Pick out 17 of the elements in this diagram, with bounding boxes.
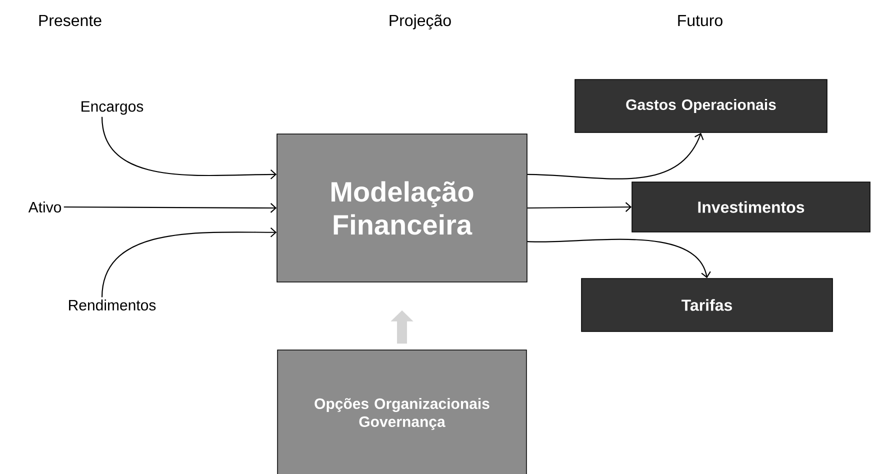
output-box: Gastos Operacionais bbox=[574, 79, 828, 133]
output-box: Investimentos bbox=[632, 182, 870, 232]
arrow bbox=[101, 227, 277, 298]
arrow bbox=[101, 116, 277, 180]
input-label: Encargos bbox=[82, 101, 144, 115]
arrow bbox=[527, 238, 711, 278]
arrow bbox=[527, 132, 704, 180]
process-box: Opções Organizacionais Governança bbox=[277, 350, 527, 474]
column-heading: Futuro bbox=[678, 15, 722, 26]
input-label: Ativo bbox=[28, 202, 62, 212]
input-label: Rendimentos bbox=[69, 299, 156, 310]
output-box: Tarifas bbox=[581, 278, 833, 332]
process-box: Modelação Financeira bbox=[276, 134, 528, 282]
column-heading: Presente bbox=[39, 15, 102, 26]
arrow bbox=[527, 202, 632, 212]
column-heading: Projeção bbox=[390, 14, 451, 30]
arrow bbox=[64, 203, 277, 213]
